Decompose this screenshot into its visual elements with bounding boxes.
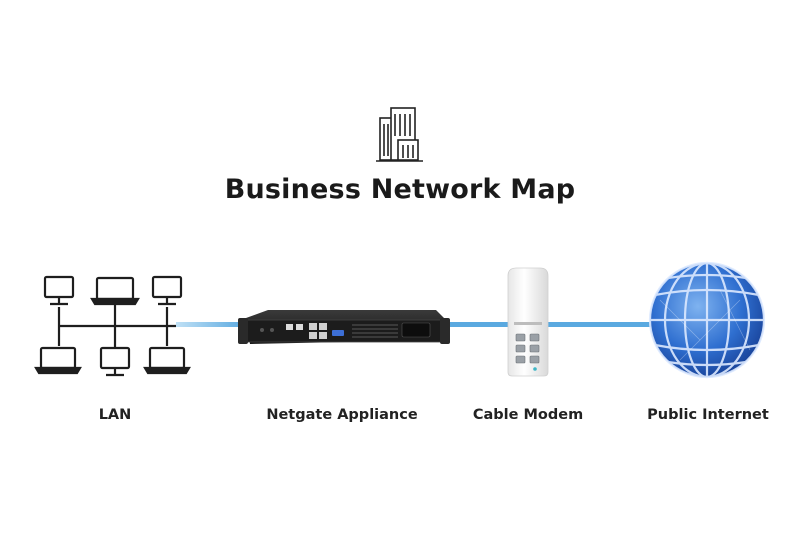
- globe-icon: [648, 261, 766, 379]
- diagram-title: Business Network Map: [224, 174, 576, 205]
- link-netgate-modem: [440, 322, 508, 327]
- link-modem-internet: [548, 322, 654, 327]
- lan-computers-icon: [34, 275, 191, 377]
- label-netgate-appliance: Netgate Appliance: [266, 407, 418, 423]
- cable-modem-icon: [507, 267, 549, 377]
- link-lan-netgate: [176, 322, 246, 327]
- label-lan: LAN: [98, 407, 132, 423]
- building-icon: [376, 107, 423, 162]
- label-cable-modem: Cable Modem: [472, 407, 584, 423]
- label-public-internet: Public Internet: [647, 407, 769, 423]
- rack-appliance-icon: [238, 310, 450, 344]
